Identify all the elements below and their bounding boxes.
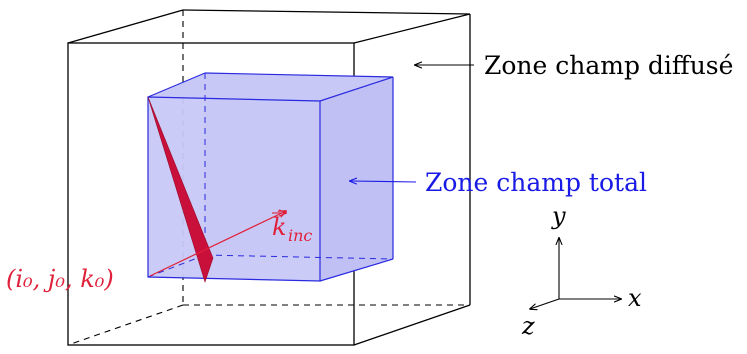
- inner-box-side-face: [320, 77, 393, 281]
- inner-box-front-face: [148, 97, 320, 281]
- axes-triad: [530, 238, 621, 309]
- axis-y-label: y: [551, 202, 566, 230]
- axis-x-label: x: [628, 284, 642, 312]
- inner-box: [147, 72, 394, 282]
- incident-wave-wedge: [147, 96, 214, 283]
- wave-vector-arrow: [149, 211, 286, 277]
- total-zone-pointer: [350, 181, 417, 182]
- scattered-zone-label: Zone champ diffusé: [484, 51, 733, 80]
- z-axis-arrow: [530, 298, 560, 309]
- outer-box: [67, 9, 471, 346]
- origin-label: (i₀, j₀, k₀): [6, 265, 114, 293]
- wave-vector-label: k inc: [272, 213, 312, 245]
- inner-box-hidden-edges: [147, 73, 394, 278]
- axis-z-label: z: [521, 312, 535, 340]
- inner-box-top-face: [148, 73, 393, 101]
- wave-vector-subscript: inc: [288, 226, 312, 245]
- inner-box-visible-edges: [147, 72, 394, 282]
- wave-vector-symbol: k: [272, 213, 287, 241]
- total-zone-label: Zone champ total: [425, 168, 647, 197]
